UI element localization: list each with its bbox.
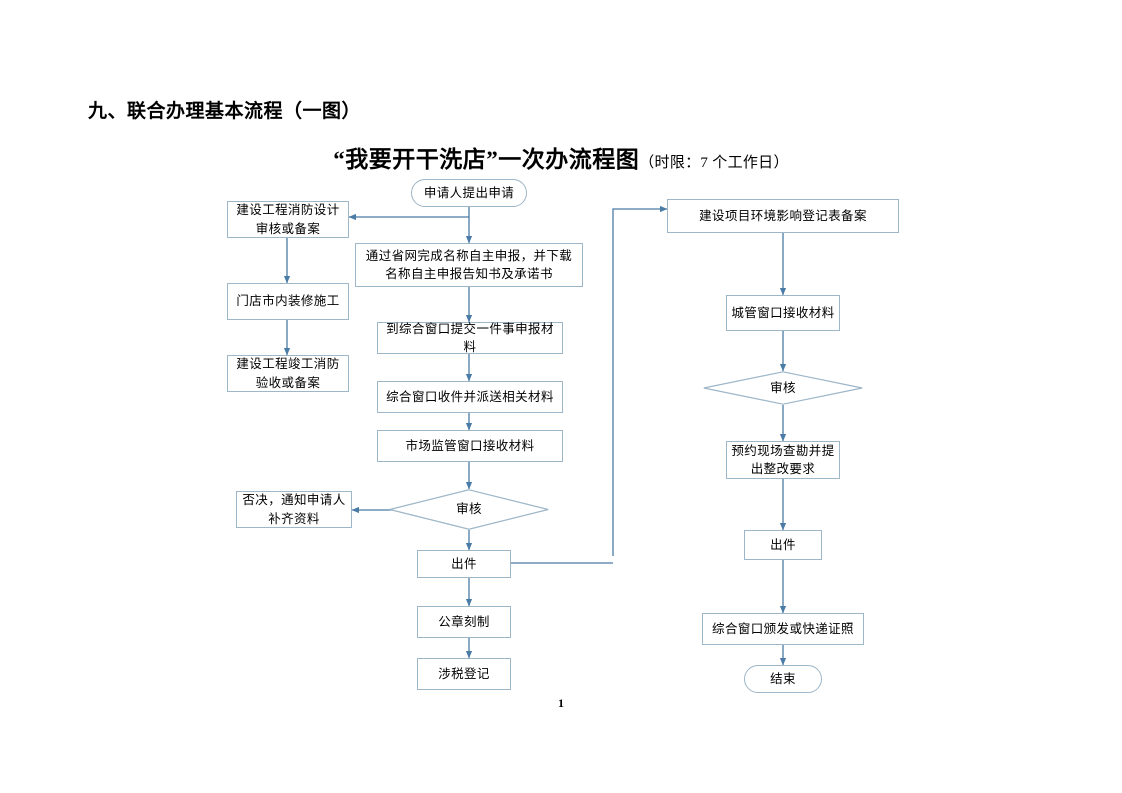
node-label: 建设项目环境影响登记表备案 (699, 208, 867, 223)
section-heading: 九、联合办理基本流程（一图） (88, 101, 362, 122)
chart-title-main: “我要开干洗店”一次办流程图 (333, 147, 640, 172)
node-submit-to-window[interactable]: 到综合窗口提交一件事申报材料 (377, 322, 563, 354)
node-fire-design-review[interactable]: 建设工程消防设计审核或备案 (227, 201, 349, 238)
node-tax-registration[interactable]: 涉税登记 (417, 658, 511, 690)
node-label: 预约现场查勘并提出整改要求 (731, 443, 835, 476)
page-number: 1 (558, 696, 564, 710)
node-label: 综合窗口颁发或快递证照 (712, 621, 854, 636)
node-market-window-receive[interactable]: 市场监管窗口接收材料 (377, 430, 563, 462)
chart-title: “我要开干洗店”一次办流程图（时限：7 个工作日） (0, 140, 1122, 174)
node-label: 建设工程消防设计审核或备案 (236, 203, 340, 236)
node-fire-acceptance[interactable]: 建设工程竣工消防验收或备案 (227, 355, 349, 392)
node-issue-license[interactable]: 综合窗口颁发或快递证照 (702, 613, 864, 645)
node-label: 出件 (451, 556, 477, 571)
node-store-interior-work[interactable]: 门店市内装修施工 (227, 283, 349, 320)
node-label: 审核 (770, 380, 796, 395)
node-reject-notify[interactable]: 否决，通知申请人补齐资料 (236, 491, 352, 528)
node-label: 结束 (770, 671, 796, 686)
node-seal-engraving[interactable]: 公章刻制 (417, 606, 511, 638)
node-label: 审核 (456, 502, 482, 517)
node-center-review[interactable]: 审核 (389, 489, 549, 530)
node-label: 市场监管窗口接收材料 (405, 438, 535, 453)
node-env-impact-filing[interactable]: 建设项目环境影响登记表备案 (667, 199, 899, 233)
node-end[interactable]: 结束 (744, 665, 822, 693)
node-applicant-submits[interactable]: 申请人提出申请 (411, 179, 527, 207)
node-province-name-declare[interactable]: 通过省网完成名称自主申报，并下载名称自主申报告知书及承诺书 (355, 243, 583, 287)
node-site-survey[interactable]: 预约现场查勘并提出整改要求 (726, 441, 840, 479)
node-right-output[interactable]: 出件 (744, 530, 822, 560)
node-label: 建设工程竣工消防验收或备案 (236, 357, 340, 390)
node-label: 门店市内装修施工 (236, 294, 340, 309)
node-label: 否决，通知申请人补齐资料 (242, 493, 346, 526)
node-label: 公章刻制 (438, 614, 490, 629)
node-label: 出件 (770, 537, 796, 552)
node-label: 涉税登记 (438, 666, 490, 681)
node-label: 城管窗口接收材料 (731, 305, 835, 320)
chart-title-timelimit: （时限：7 个工作日） (639, 155, 789, 171)
node-window-receive-send[interactable]: 综合窗口收件并派送相关材料 (377, 381, 563, 413)
node-right-review[interactable]: 审核 (703, 371, 863, 405)
node-label: 申请人提出申请 (423, 185, 515, 200)
node-label: 通过省网完成名称自主申报，并下载名称自主申报告知书及承诺书 (365, 248, 573, 281)
node-label: 到综合窗口提交一件事申报材料 (386, 321, 554, 354)
node-center-output[interactable]: 出件 (417, 550, 511, 578)
node-label: 综合窗口收件并派送相关材料 (386, 389, 554, 404)
node-urban-window-receive[interactable]: 城管窗口接收材料 (726, 295, 840, 331)
